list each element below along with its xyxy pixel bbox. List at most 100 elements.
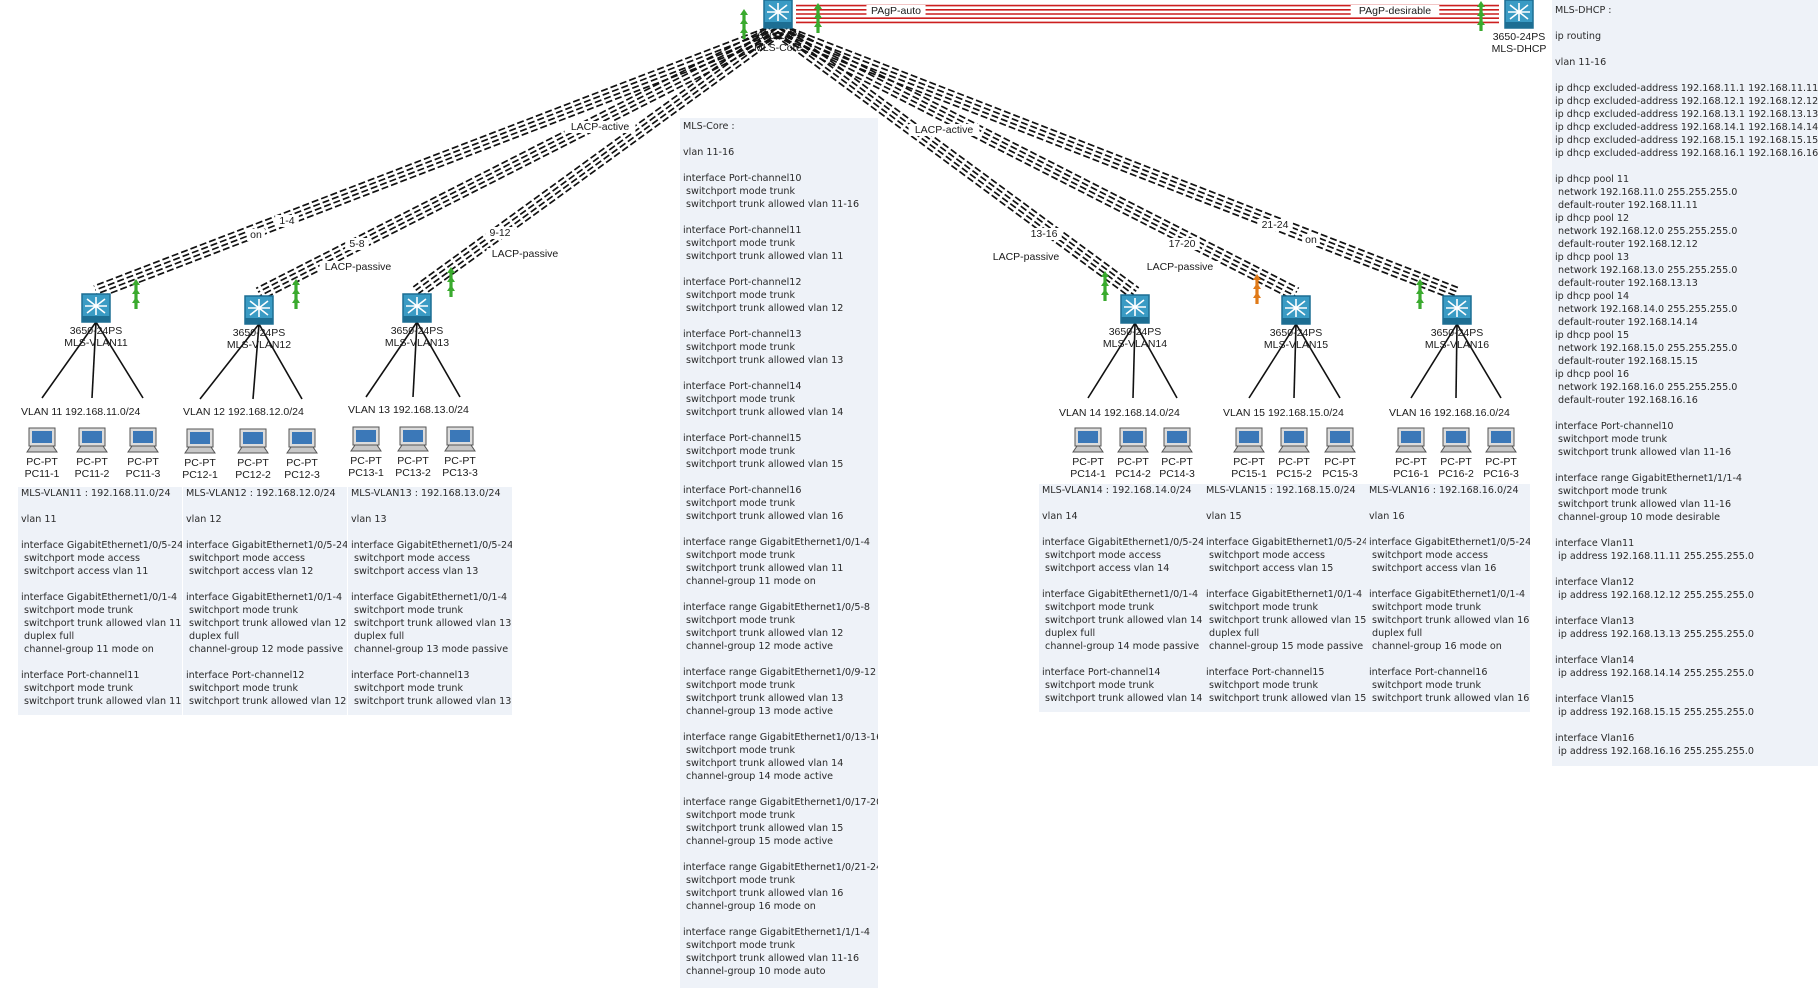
pc-name-label: PC12-1	[182, 469, 218, 481]
pc-PC11-1[interactable]	[26, 427, 58, 453]
pc-PC13-3[interactable]	[444, 426, 476, 452]
pc-keyboard	[1324, 445, 1356, 453]
note-mls-vlan16-config: MLS-VLAN16 : 192.168.16.0/24 vlan 16 int…	[1366, 484, 1530, 712]
access-switch-1[interactable]	[81, 293, 111, 323]
etherchannel-bundle-1[interactable]	[93, 23, 781, 299]
uplink-status-6-1-shape	[1416, 288, 1424, 294]
access-switch-5[interactable]	[1281, 295, 1311, 325]
etherchannel-bundle-2[interactable]	[255, 23, 782, 301]
etherchannel-bundle-1-wire	[97, 35, 781, 299]
uplink-status-1-1-shape	[132, 288, 140, 294]
pc-PC11-3[interactable]	[127, 427, 159, 453]
uplink-status-6-2	[1416, 297, 1424, 309]
pc-PC11-2[interactable]	[76, 427, 108, 453]
pc-PC14-2[interactable]	[1117, 427, 1149, 453]
note-mls-vlan11-config: MLS-VLAN11 : 192.168.11.0/24 vlan 11 int…	[18, 487, 182, 715]
channel-ports-label-6: 21-24	[1262, 219, 1289, 231]
pc-link-4-3[interactable]	[1134, 322, 1178, 399]
access-switch-4[interactable]	[1120, 294, 1150, 324]
pc-PC14-3[interactable]	[1161, 427, 1193, 453]
pc-screen	[1446, 431, 1466, 443]
pc-link-6-1[interactable]	[1410, 323, 1458, 399]
pc-PC13-2[interactable]	[397, 426, 429, 452]
pc-link-1-1[interactable]	[41, 321, 97, 399]
pc-link-1-2[interactable]	[91, 321, 97, 399]
pc-keyboard	[397, 444, 429, 452]
channel-ports-label-3: 9-12	[489, 227, 510, 239]
pc-link-3-1[interactable]	[365, 321, 418, 398]
pc-link-5-3[interactable]	[1295, 323, 1341, 399]
pc-link-2-3[interactable]	[258, 323, 303, 400]
pc-link-3-3[interactable]	[416, 321, 461, 398]
pc-PC14-1[interactable]	[1072, 427, 1104, 453]
lacp-active-right-label: LACP-active	[915, 124, 974, 136]
pc-link-1-3[interactable]	[95, 321, 144, 399]
pc-PC15-1[interactable]	[1233, 427, 1265, 453]
pc-name-label: PC11-2	[75, 468, 110, 480]
dhcp-link-status-1-shape	[1477, 10, 1485, 16]
pc-name-label: PC16-1	[1393, 468, 1429, 480]
pc-name-label: PC11-1	[25, 468, 60, 480]
mls-core-switch-front	[764, 22, 792, 28]
uplink-status-4-2-stem	[1103, 295, 1107, 301]
core-right-link-status-1-shape	[814, 12, 822, 18]
access-switch-2[interactable]	[244, 295, 274, 325]
pc-PC16-2[interactable]	[1440, 427, 1472, 453]
access-switch-name-label: MLS-VLAN11	[64, 337, 128, 349]
access-switch-2-front	[245, 318, 273, 324]
channel-mode-label-4-group: LACP-passive	[987, 251, 1065, 263]
access-switch-3[interactable]	[402, 293, 432, 323]
pc-screen	[1330, 431, 1350, 443]
pc-PC15-3[interactable]	[1324, 427, 1356, 453]
etherchannel-bundle-6[interactable]	[775, 23, 1460, 301]
mls-dhcp-switch[interactable]	[1504, 0, 1534, 29]
pc-link-2-1[interactable]	[199, 323, 260, 400]
pc-link-2-2[interactable]	[252, 323, 260, 400]
switch-arrows-icon	[406, 297, 428, 315]
channel-ports-label-4-group: 13-16	[1026, 228, 1062, 240]
pc-PC12-3[interactable]	[286, 428, 318, 454]
etherchannel-bundle-3[interactable]	[412, 24, 783, 298]
pc-type-label: PC-PT	[444, 455, 476, 467]
note-mls-vlan12-config: MLS-VLAN12 : 192.168.12.0/24 vlan 12 int…	[183, 487, 347, 715]
pc-PC12-1[interactable]	[184, 428, 216, 454]
pc-name-label: PC15-3	[1322, 468, 1358, 480]
etherchannel-bundle-4-wire	[773, 34, 1132, 299]
etherchannel-bundle-5[interactable]	[774, 23, 1300, 301]
vlan-subnet-label: VLAN 13 192.168.13.0/24	[348, 404, 469, 416]
etherchannel-bundle-6-wire	[778, 27, 1459, 293]
pc-keyboard	[1161, 445, 1193, 453]
pc-link-3-2[interactable]	[412, 321, 418, 398]
pc-screen	[1401, 431, 1421, 443]
access-switch-name-label: MLS-VLAN12	[227, 339, 291, 351]
uplink-status-5-2-shape	[1253, 292, 1261, 298]
pc-name-label: PC14-2	[1115, 468, 1151, 480]
dhcp-link-status-0-shape	[1477, 1, 1485, 7]
pc-link-5-2[interactable]	[1293, 323, 1297, 399]
etherchannel-bundle-6-wire	[776, 31, 1457, 297]
note-mls-vlan13-config: MLS-VLAN13 : 192.168.13.0/24 vlan 13 int…	[348, 487, 512, 715]
pc-PC12-2[interactable]	[237, 428, 269, 454]
pc-type-label: PC-PT	[237, 457, 269, 469]
core-right-link-status-2	[814, 21, 822, 33]
pc-link-4-1[interactable]	[1087, 322, 1136, 399]
uplink-status-1-2-shape	[132, 297, 140, 303]
mls-core-switch[interactable]	[763, 0, 793, 29]
access-switch-6[interactable]	[1442, 295, 1472, 325]
pc-PC13-1[interactable]	[350, 426, 382, 452]
pc-link-6-2[interactable]	[1455, 323, 1458, 399]
pc-PC15-2[interactable]	[1278, 427, 1310, 453]
pc-type-label: PC-PT	[286, 457, 318, 469]
pagp-auto-label-bg	[866, 5, 926, 17]
pc-link-6-3[interactable]	[1456, 323, 1502, 399]
pc-name-label: PC14-1	[1070, 468, 1106, 480]
pc-link-5-1[interactable]	[1248, 323, 1297, 399]
pc-name-label: PC15-2	[1276, 468, 1312, 480]
pc-PC16-1[interactable]	[1395, 427, 1427, 453]
uplink-status-2-1-shape	[292, 288, 300, 294]
etherchannel-bundle-2-wire	[261, 34, 782, 301]
access-switch-3-front	[403, 316, 431, 322]
pc-link-4-2[interactable]	[1132, 322, 1136, 399]
pc-PC16-3[interactable]	[1485, 427, 1517, 453]
